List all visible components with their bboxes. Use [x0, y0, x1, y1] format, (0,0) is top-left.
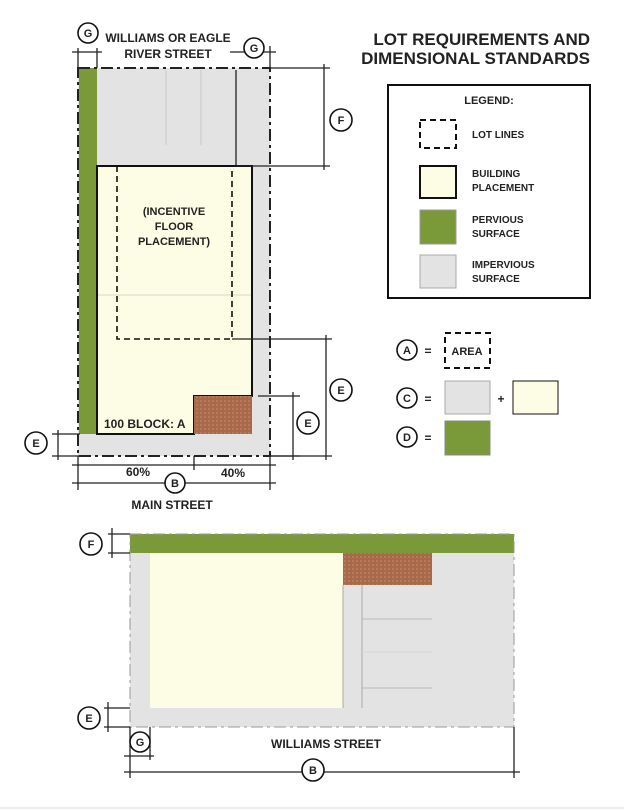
marker-e: E — [77, 706, 101, 730]
svg-text:LEGEND:: LEGEND: — [464, 95, 514, 107]
svg-text:+: + — [497, 392, 504, 406]
svg-text:C: C — [403, 393, 411, 405]
block-label: 100 BLOCK: A — [104, 417, 186, 431]
marker-g-right: G — [243, 37, 265, 59]
svg-text:AREA: AREA — [451, 346, 482, 358]
svg-text:=: = — [424, 344, 431, 358]
svg-text:PERVIOUS: PERVIOUS — [472, 215, 524, 226]
svg-text:(INCENTIVE: (INCENTIVE — [143, 206, 205, 218]
impervious-swatch — [419, 254, 457, 289]
street-label-bottom: MAIN STREET — [131, 498, 213, 512]
svg-text:A: A — [403, 345, 411, 357]
building-placement — [150, 553, 343, 708]
svg-text:LOT LINES: LOT LINES — [472, 130, 525, 141]
marker-b: B — [164, 472, 186, 494]
marker-e-left: E — [24, 431, 48, 455]
top-lot-plan: (INCENTIVE FLOOR PLACEMENT) 100 BLOCK: A… — [24, 22, 353, 512]
svg-text:RIVER STREET: RIVER STREET — [124, 47, 212, 61]
pervious-strip — [79, 68, 97, 434]
svg-text:60%: 60% — [126, 465, 150, 479]
svg-text:E: E — [337, 385, 344, 397]
svg-text:PLACEMENT: PLACEMENT — [472, 183, 534, 194]
svg-text:E: E — [85, 713, 92, 725]
incentive-floor-area — [116, 165, 233, 340]
brick-plaza — [343, 553, 432, 585]
svg-text:=: = — [424, 392, 431, 406]
marker-f: F — [329, 108, 353, 132]
svg-text:D: D — [403, 432, 411, 444]
marker-e-right: E — [329, 378, 353, 402]
svg-text:F: F — [88, 539, 95, 551]
svg-text:B: B — [309, 765, 317, 777]
marker-g: G — [129, 731, 151, 753]
svg-text:G: G — [250, 43, 259, 55]
svg-text:PLACEMENT): PLACEMENT) — [138, 236, 210, 248]
lot-lines-swatch — [419, 119, 457, 149]
marker-e-inner: E — [296, 411, 320, 435]
svg-text:G: G — [136, 737, 145, 749]
street-label: WILLIAMS STREET — [271, 737, 382, 751]
svg-text:IMPERVIOUS: IMPERVIOUS — [472, 260, 535, 271]
svg-text:40%: 40% — [221, 466, 245, 480]
svg-text:LOT REQUIREMENTS AND: LOT REQUIREMENTS AND — [373, 30, 590, 49]
pervious-swatch — [419, 209, 457, 245]
marker-f: F — [79, 532, 103, 556]
legend: LEGEND: LOT LINES BUILDING PLACEMENT PER… — [387, 84, 591, 299]
svg-text:G: G — [84, 28, 93, 40]
marker-b: B — [301, 758, 325, 782]
svg-text:F: F — [338, 115, 345, 127]
svg-text:E: E — [304, 418, 311, 430]
svg-text:FLOOR: FLOOR — [155, 221, 194, 233]
svg-text:SURFACE: SURFACE — [472, 274, 520, 285]
page-title: LOT REQUIREMENTS AND DIMENSIONAL STANDAR… — [361, 30, 590, 68]
svg-text:B: B — [171, 478, 179, 490]
svg-text:E: E — [32, 438, 39, 450]
building-swatch — [419, 165, 457, 199]
svg-text:=: = — [424, 431, 431, 445]
bottom-lot-plan: WILLIAMS STREET F E G B — [77, 528, 520, 782]
svg-text:DIMENSIONAL STANDARDS: DIMENSIONAL STANDARDS — [361, 49, 590, 68]
lot-lines — [77, 67, 271, 457]
marker-g-left: G — [77, 22, 99, 44]
street-label-top: WILLIAMS OR EAGLE — [105, 31, 230, 45]
key-equations: A = AREA C = + D = — [396, 332, 559, 456]
svg-text:BUILDING: BUILDING — [472, 169, 521, 180]
svg-text:SURFACE: SURFACE — [472, 229, 520, 240]
brick-plaza — [194, 396, 252, 434]
pervious-strip — [130, 534, 514, 553]
